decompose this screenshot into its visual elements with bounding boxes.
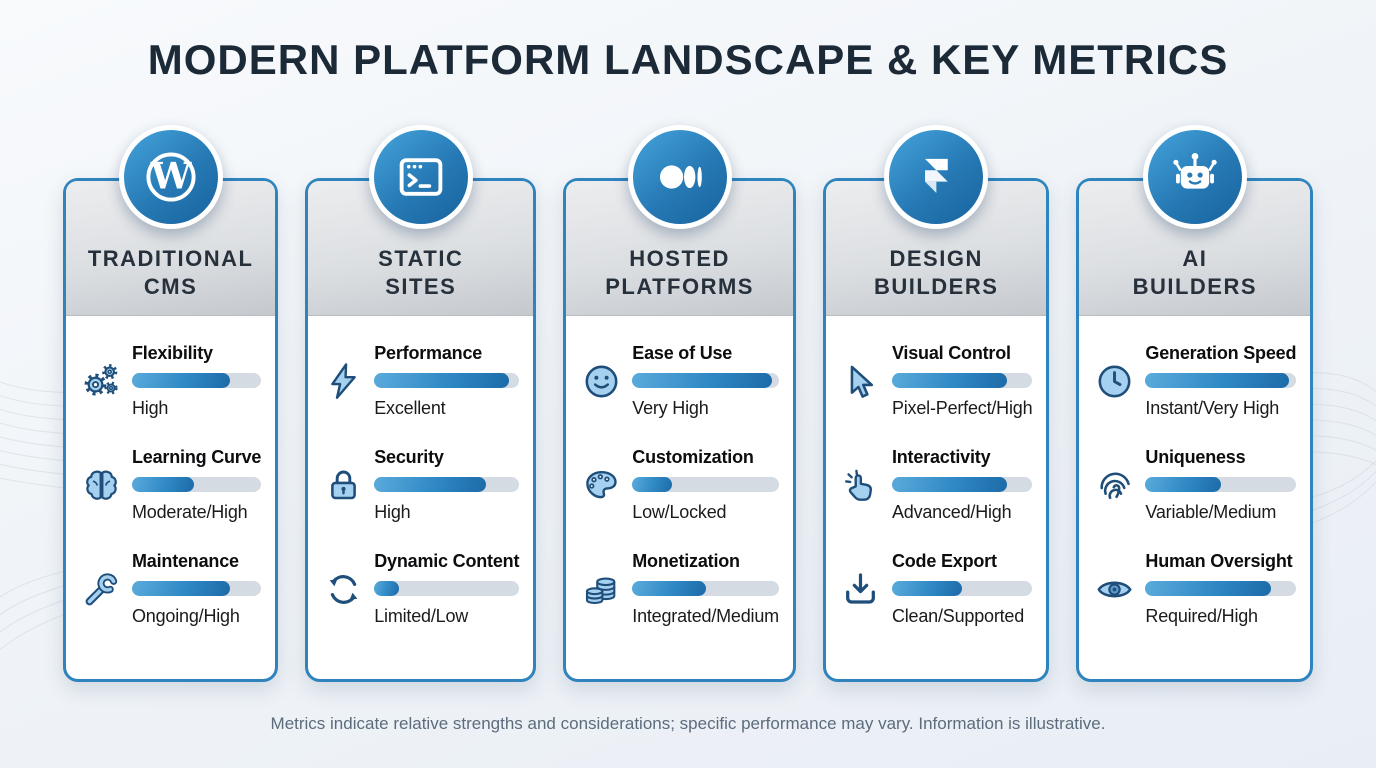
- metric-performance: Performance Excellent: [321, 343, 520, 419]
- page-title: MODERN PLATFORM LANDSCAPE & KEY METRICS: [147, 36, 1229, 83]
- metric-maintenance: Maintenance Ongoing/High: [79, 551, 262, 627]
- metric-value: Excellent: [374, 398, 446, 418]
- metric-bar: [1145, 477, 1297, 492]
- metric-bar: [891, 581, 1033, 596]
- refresh-icon: [321, 569, 365, 610]
- metric-ease-of-use: Ease of Use Very High: [579, 343, 779, 419]
- card-title: HOSTED PLATFORMS: [605, 245, 754, 300]
- cards-row: W TRADITIONAL CMS: [63, 125, 1314, 682]
- metric-label: Monetization: [632, 551, 740, 571]
- lightning-icon: [321, 361, 365, 402]
- metric-label: Performance: [374, 343, 483, 363]
- metric-flexibility: Flexibility High: [79, 343, 262, 419]
- metric-bar: [132, 477, 262, 492]
- card-traditional-cms: W TRADITIONAL CMS: [63, 125, 279, 682]
- footnote: Metrics indicate relative strengths and …: [270, 714, 1106, 733]
- metric-value: High: [132, 398, 169, 418]
- metric-label: Learning Curve: [132, 447, 262, 467]
- metric-bar: [891, 373, 1033, 388]
- metric-customization: Customization Low/Locked: [579, 447, 779, 523]
- metric-code-export: Code Export Clean/Supported: [839, 551, 1033, 627]
- metric-learning-curve: Learning Curve Moderate/High: [79, 447, 261, 523]
- coins-icon: [579, 569, 623, 610]
- metric-bar: [1145, 373, 1297, 388]
- metric-value: Variable/Medium: [1145, 502, 1277, 522]
- metric-value: Advanced/High: [891, 502, 1012, 522]
- metric-label: Interactivity: [891, 447, 991, 467]
- metric-label: Visual Control: [891, 343, 1011, 363]
- medium-icon: [627, 125, 732, 229]
- metric-value: Low/Locked: [632, 502, 727, 522]
- metric-label: Uniqueness: [1145, 447, 1246, 467]
- card-title: STATIC SITES: [378, 245, 464, 300]
- metric-label: Human Oversight: [1145, 551, 1293, 571]
- download-icon: [839, 569, 883, 610]
- card-static-sites: STATIC SITES Performance Excellent: [305, 125, 537, 682]
- card-hosted-platforms: HOSTED PLATFORMS Ease of Use Very Hi: [563, 125, 796, 682]
- wrench-icon: [79, 569, 123, 610]
- metric-bar: [374, 581, 520, 596]
- metric-bar: [891, 477, 1033, 492]
- metric-interactivity: Interactivity Advanced/High: [839, 447, 1033, 523]
- metric-label: Maintenance: [132, 551, 239, 571]
- metric-value: Limited/Low: [374, 606, 469, 626]
- clock-icon: [1092, 361, 1136, 402]
- tap-icon: [839, 465, 883, 506]
- metric-label: Generation Speed: [1145, 343, 1297, 363]
- metric-value: Required/High: [1145, 606, 1258, 626]
- metric-label: Code Export: [891, 551, 997, 571]
- metric-bar: [132, 581, 262, 596]
- card-title: AI BUILDERS: [1132, 245, 1258, 300]
- palette-icon: [579, 465, 623, 506]
- cursor-icon: [839, 361, 883, 402]
- metric-human-oversight: Human Oversight Required/High: [1092, 551, 1297, 627]
- metric-bar: [1145, 581, 1297, 596]
- smiley-icon: [579, 361, 623, 402]
- terminal-icon: [368, 125, 473, 229]
- metric-value: Ongoing/High: [132, 606, 240, 626]
- svg-text:W: W: [149, 155, 192, 198]
- metric-bar: [132, 373, 262, 388]
- metric-label: Security: [374, 447, 444, 467]
- brain-icon: [79, 465, 123, 506]
- metric-bar: [632, 477, 779, 492]
- metric-value: Moderate/High: [132, 502, 248, 522]
- metric-bar: [374, 373, 520, 388]
- fingerprint-icon: [1092, 465, 1136, 506]
- metric-value: Pixel-Perfect/High: [891, 398, 1033, 418]
- metric-value: High: [374, 502, 411, 522]
- metric-monetization: Monetization Integrated/Medium: [579, 551, 779, 627]
- metric-uniqueness: Uniqueness Variable/Medium: [1092, 447, 1297, 523]
- metric-value: Integrated/Medium: [632, 606, 779, 626]
- metric-value: Instant/Very High: [1145, 398, 1280, 418]
- metric-value: Clean/Supported: [891, 606, 1025, 626]
- eye-icon: [1092, 569, 1136, 610]
- framer-icon: [884, 125, 989, 229]
- metric-dynamic-content: Dynamic Content Limited/Low: [321, 551, 519, 627]
- metric-label: Flexibility: [132, 343, 213, 363]
- metric-label: Ease of Use: [632, 343, 733, 363]
- metric-security: Security High: [321, 447, 520, 523]
- wordpress-icon: W: [118, 125, 223, 229]
- metric-bar: [374, 477, 520, 492]
- card-title: DESIGN BUILDERS: [873, 245, 999, 300]
- metric-label: Dynamic Content: [374, 551, 520, 571]
- metric-visual-control: Visual Control Pixel-Perfect/High: [839, 343, 1033, 419]
- card-ai-builders: AI BUILDERS Generation Speed Instant/Ver…: [1076, 125, 1314, 682]
- metric-bar: [632, 581, 779, 596]
- metric-label: Customization: [632, 447, 754, 467]
- lock-icon: [321, 465, 365, 506]
- metric-generation-speed: Generation Speed Instant/Very High: [1092, 343, 1296, 419]
- card-design-builders: DESIGN BUILDERS Visual Control Pixel-Per…: [822, 125, 1050, 682]
- gears-icon: [79, 361, 123, 402]
- card-title: TRADITIONAL CMS: [87, 245, 254, 300]
- robot-icon: [1142, 125, 1247, 229]
- metric-value: Very High: [632, 398, 709, 418]
- metric-bar: [632, 373, 779, 388]
